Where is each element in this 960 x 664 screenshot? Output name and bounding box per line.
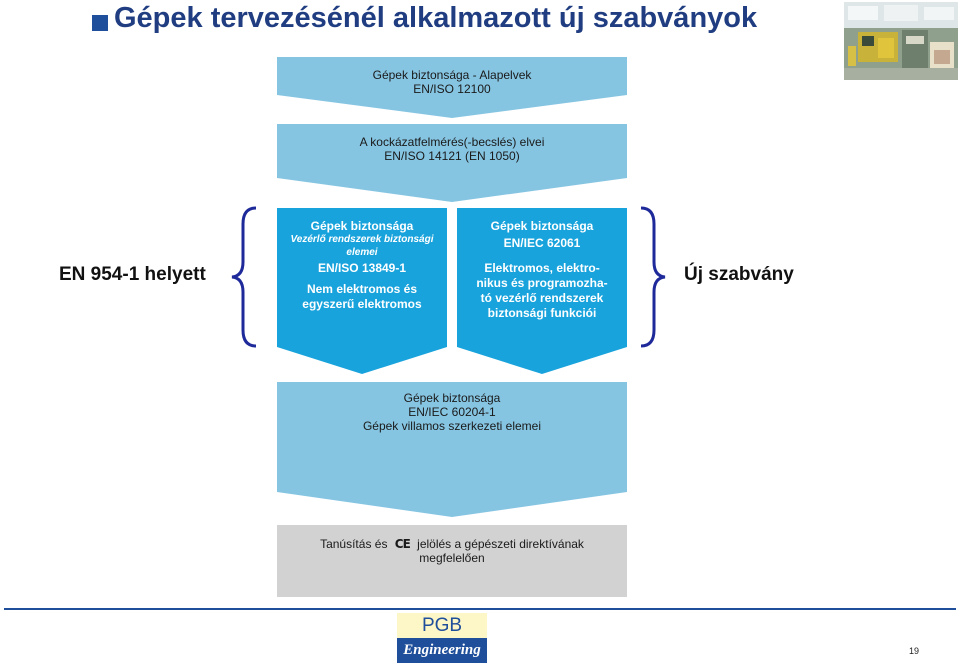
block-en-iec-62061-shape <box>457 208 627 374</box>
block-en-iec-62061-line2: EN/IEC 62061 <box>503 236 581 250</box>
label-en-954-1-replaced: EN 954-1 helyett <box>59 264 206 285</box>
block-certification-text: Tanúsítás és CE jelölés a gépészeti dire… <box>277 537 627 566</box>
block-principles-standard: EN/ISO 12100 <box>413 81 491 96</box>
block-risk-assessment-standard: EN/ISO 14121 (EN 1050) <box>384 148 520 163</box>
block-en-iec-60204-shape <box>277 382 627 517</box>
block-en-iec-60204-standard: EN/IEC 60204-1 <box>408 404 496 419</box>
block-en-iso-13849-line4: EN/ISO 13849-1 <box>317 261 407 275</box>
left-brace <box>231 206 257 348</box>
block-en-iso-13849-line6: egyszerű elektromos <box>302 297 422 311</box>
title-bullet-square <box>92 15 108 31</box>
block-principles-text: Gépek biztonsága - Alapelvek EN/ISO 1210… <box>277 68 627 97</box>
block-certification-shape <box>277 525 627 597</box>
right-brace <box>640 206 666 348</box>
machine-photo <box>844 2 958 80</box>
block-en-iso-13849-line3: elemei <box>346 246 378 258</box>
page-number: 19 <box>908 646 919 656</box>
footer-divider <box>4 608 956 610</box>
block-certification-line1: Tanúsítás és CE jelölés a gépészeti dire… <box>277 537 627 552</box>
block-en-iso-13849-line2: Vezérlő rendszerek biztonsági <box>290 234 434 245</box>
block-en-iec-62061-line1: Gépek biztonsága <box>490 219 594 233</box>
block-en-iec-60204-description: Gépek villamos szerkezeti elemei <box>362 418 542 433</box>
block-en-iso-13849-text: Gépek biztonsága Vezérlő rendszerek bizt… <box>277 219 447 312</box>
block-risk-assessment-text: A kockázatfelmérés(-becslés) elvei EN/IS… <box>277 135 627 164</box>
block-en-iec-62061-line3: Elektromos, elektro- <box>484 261 600 275</box>
block-en-iec-62061-text: Gépek biztonsága EN/IEC 62061 Elektromos… <box>457 219 627 321</box>
block-en-iec-62061-line5: tó vezérlő rendszerek <box>480 291 604 305</box>
certification-text-part1: Tanúsítás és <box>320 537 388 551</box>
block-en-iso-13849-line5: Nem elektromos és <box>306 282 418 296</box>
block-certification-line2: megfelelően <box>419 550 485 565</box>
label-new-standard: Új szabvány <box>684 264 794 285</box>
ce-mark-icon: CE <box>394 537 411 551</box>
block-principles-shape <box>277 57 627 118</box>
block-risk-assessment-title: A kockázatfelmérés(-becslés) elvei <box>359 135 545 149</box>
block-en-iec-62061-line4: nikus és programozha- <box>476 276 608 290</box>
engineering-logo-text: Engineering <box>397 638 487 663</box>
slide-title: Gépek tervezésénél alkalmazott új szabvá… <box>114 2 758 34</box>
block-risk-assessment-shape <box>277 124 627 202</box>
pgb-logo-text: PGB <box>397 613 487 638</box>
block-en-iec-60204-text: Gépek biztonsága EN/IEC 60204-1 Gépek vi… <box>277 391 627 433</box>
block-en-iec-62061-line6: biztonsági funkciói <box>487 306 597 320</box>
block-principles-title: Gépek biztonsága - Alapelvek <box>372 68 532 82</box>
certification-text-part2: jelölés a gépészeti direktívának <box>417 537 584 551</box>
block-en-iso-13849-shape <box>277 208 447 374</box>
block-en-iec-60204-title: Gépek biztonsága <box>403 391 501 405</box>
block-en-iso-13849-line1: Gépek biztonsága <box>310 219 414 233</box>
